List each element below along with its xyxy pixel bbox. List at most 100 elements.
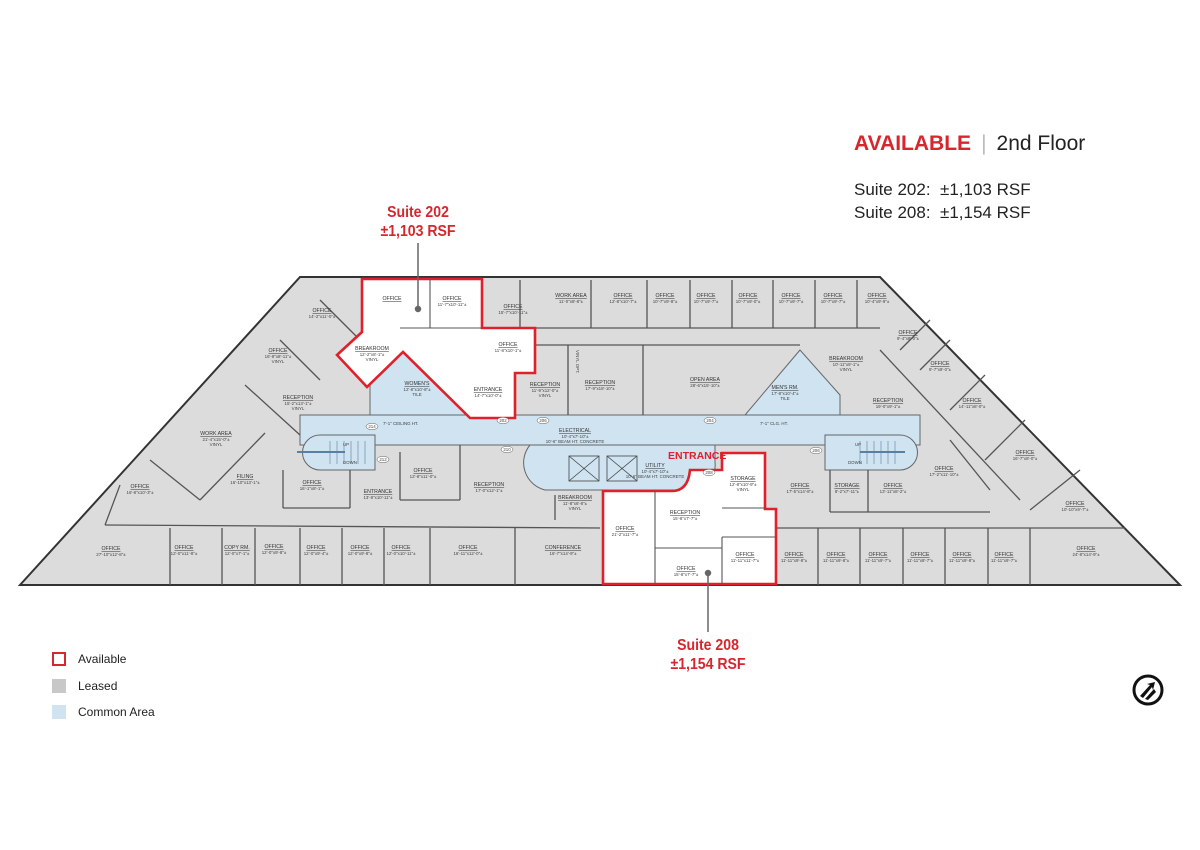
suite-202-callout[interactable]: Suite 202 ±1,103 RSF xyxy=(365,203,471,241)
room-dimensions: 9'-4"x8'-0"± xyxy=(897,336,920,341)
room-dimensions: 15'-2"x13'-1"± xyxy=(285,401,313,406)
room-dimensions: 11'-0"x8'-8"± xyxy=(559,299,584,304)
room-finish: TILE xyxy=(412,392,421,397)
room-dimensions: 11'-7"x10'-11"± xyxy=(438,302,467,307)
legend-swatch xyxy=(52,705,66,720)
door-tag xyxy=(702,469,716,476)
door-number: 214 xyxy=(368,424,376,429)
legend-swatch xyxy=(52,678,66,693)
room-name: BREAKROOM xyxy=(355,346,389,352)
page-header: AVAILABLE|2nd Floor xyxy=(854,132,1085,156)
room-dimensions: 27'-10"x12'-8"± xyxy=(96,552,126,557)
room-name: OFFICE xyxy=(306,545,326,551)
room: OFFICE xyxy=(382,296,402,302)
room-finish: VINYL xyxy=(292,406,305,411)
door-tag xyxy=(365,423,379,430)
room-dimensions: 9'-7"x9'-0"± xyxy=(929,367,952,372)
room-dimensions: 10'-7"x9'-0"± xyxy=(736,299,761,304)
room-name: STORAGE xyxy=(834,483,860,489)
suite-208-outline[interactable] xyxy=(601,451,778,586)
door-tag xyxy=(500,446,514,453)
suites-summary: Suite 202: ±1,103 RSF Suite 208: ±1,154 … xyxy=(854,178,1031,224)
room-name: UTILITY xyxy=(645,463,665,469)
room-name: OFFICE xyxy=(930,361,950,367)
room-name: OFFICE xyxy=(613,293,633,299)
room-dimensions: 13'-11"x8'-2"± xyxy=(880,489,907,494)
door-tag xyxy=(376,456,390,463)
room-name: ENTRANCE xyxy=(474,387,503,393)
ceiling-height-note: 7'-1" CEILING HT. xyxy=(383,421,418,426)
room-name: RECEPTION xyxy=(873,398,904,404)
room-dimensions: 15'-7"x10'-11"± xyxy=(498,310,528,315)
suite-208-callout[interactable]: Suite 208 ±1,154 RSF xyxy=(655,636,761,674)
room-name: WORK AREA xyxy=(555,293,587,299)
room-dimensions: 21'-2"x11'-7"± xyxy=(612,532,639,537)
room-dimensions: 15'-8"x7'-7"± xyxy=(674,572,699,577)
stair-left xyxy=(297,441,366,464)
room-dimensions: 17'-5"x14'-8"± xyxy=(787,489,815,494)
suite-202-outline[interactable] xyxy=(335,277,537,420)
room-name: OFFICE xyxy=(302,480,322,486)
room-name: OFFICE xyxy=(174,545,194,551)
room-dimensions: 12'-0"x9'-8"± xyxy=(262,550,287,555)
stair-down-label: DOWN xyxy=(848,460,862,465)
door-number: 210 xyxy=(503,447,511,452)
room-dimensions: 17'-8"x10'-4"± xyxy=(772,391,800,396)
ceiling-height-note: 7'-1" CLG. HT. xyxy=(760,421,788,426)
room-name: OFFICE xyxy=(790,483,810,489)
door-number: 208 xyxy=(705,470,713,475)
legend: Available Leased Common Area xyxy=(52,646,155,726)
room-dimensions: 12'-8"x11'-0"± xyxy=(410,474,437,479)
room-name: OFFICE xyxy=(413,468,433,474)
stair-up-label: UP xyxy=(343,442,349,447)
room-name: OFFICE xyxy=(442,296,462,302)
room-name: OFFICE xyxy=(696,293,716,299)
room-finish: VINYL xyxy=(737,487,750,492)
room-labels: OFFICE14'-2"x11'-0"±OFFICE16'-8"x8'-11"±… xyxy=(96,293,1100,577)
room-name: RECEPTION xyxy=(670,510,701,516)
room-name: OFFICE xyxy=(735,552,755,558)
door-tag xyxy=(496,417,510,424)
room-name: OFFICE xyxy=(784,552,804,558)
room-dimensions: 28'-6"x15'-10"± xyxy=(690,383,720,388)
room-name: OFFICE xyxy=(868,552,888,558)
room-name: OFFICE xyxy=(883,483,903,489)
room-dimensions: 10'-7"x9'-7"± xyxy=(821,299,846,304)
legend-label: Leased xyxy=(78,678,118,693)
door-tag xyxy=(809,447,823,454)
room-dimensions: 21'-4"x15'-0"± xyxy=(203,437,231,442)
room-dimensions: 12'-8"x10'-7"± xyxy=(610,299,638,304)
room-dimensions: 12'-0"x10'-11"± xyxy=(386,551,416,556)
header-divider: | xyxy=(981,132,987,155)
suite-208-name: Suite 208 xyxy=(677,637,739,654)
room-dimensions: 12'-0"x11'-8"± xyxy=(171,551,198,556)
room-name: OPEN AREA xyxy=(690,377,721,383)
room-name: OFFICE xyxy=(738,293,758,299)
room-dimensions: 11'-11"x9'-7"± xyxy=(991,558,1018,563)
